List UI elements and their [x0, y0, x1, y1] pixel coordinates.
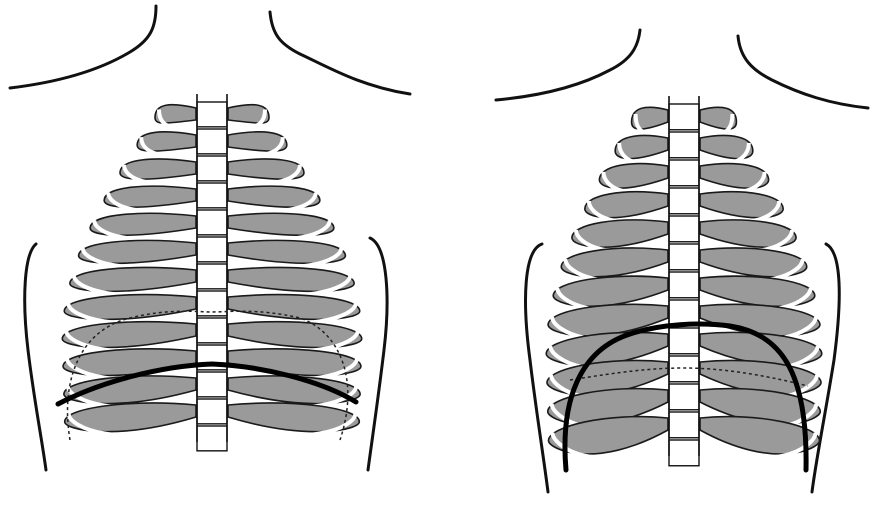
vertebra — [669, 132, 699, 158]
right-flank-outline — [368, 238, 387, 470]
vertebra — [669, 160, 699, 186]
right-panel — [496, 30, 868, 492]
left-shoulder-outline — [496, 30, 640, 100]
vertebra — [197, 156, 227, 181]
vertebra — [197, 264, 227, 289]
vertebra — [197, 102, 227, 127]
vertebra — [197, 372, 227, 397]
vertebra — [669, 384, 699, 410]
left-ribcage — [58, 94, 362, 451]
vertebra — [669, 216, 699, 242]
spine — [197, 94, 227, 451]
spine — [669, 96, 699, 466]
left-flank-outline — [526, 244, 548, 492]
vertebra — [669, 328, 699, 354]
vertebra — [669, 412, 699, 438]
vertebra — [197, 129, 227, 154]
vertebra — [197, 426, 227, 451]
left-flank-outline — [25, 244, 46, 470]
vertebra — [669, 272, 699, 298]
vertebra — [197, 237, 227, 262]
right-ribcage — [546, 96, 821, 470]
right-flank-outline — [812, 244, 839, 492]
right-shoulder-outline — [738, 36, 868, 108]
vertebra — [197, 318, 227, 343]
vertebra — [197, 399, 227, 424]
vertebra — [669, 104, 699, 130]
vertebra — [669, 244, 699, 270]
right-shoulder-outline — [270, 12, 410, 94]
vertebra — [197, 183, 227, 208]
vertebra — [669, 188, 699, 214]
left-shoulder-outline — [10, 6, 156, 88]
vertebra — [197, 210, 227, 235]
left-panel — [10, 6, 410, 470]
vertebra — [669, 440, 699, 466]
